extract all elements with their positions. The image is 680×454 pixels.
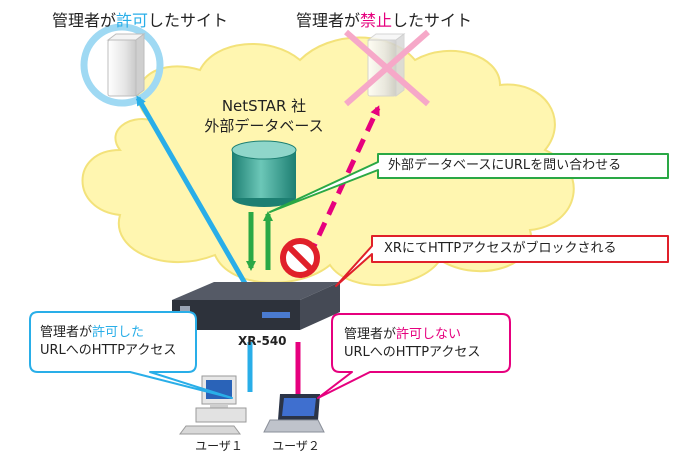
allowed-title-prefix: 管理者が <box>51 11 116 30</box>
user1-callout-line2: URLへのHTTPアクセス <box>40 343 177 358</box>
blocked-title-prefix: 管理者が <box>295 11 360 30</box>
user1-callout-highlight: 許可した <box>92 325 145 340</box>
blocked-server-icon <box>344 29 430 107</box>
query-callout-text: 外部データベースにURLを問い合わせる <box>388 158 622 173</box>
block-callout-box <box>335 235 669 287</box>
blocked-title-suffix: したサイト <box>392 11 473 30</box>
user2-label: ユーザ２ <box>272 439 320 453</box>
prohibition-icon <box>280 238 320 278</box>
internet-cloud <box>81 36 575 286</box>
blocked-title-highlight: 禁止 <box>359 11 393 30</box>
cloud-label-line2: 外部データベース <box>204 117 324 135</box>
allowed-title-highlight: 許可 <box>115 11 149 30</box>
user2-callout-box <box>317 313 511 399</box>
cloud-label: NetSTAR 社 外部データベース <box>204 96 323 136</box>
user1-callout-text: 管理者が許可した URLへのHTTPアクセス <box>40 324 176 360</box>
allowed-title-suffix: したサイト <box>148 11 229 30</box>
database-icon <box>231 140 297 207</box>
user2-laptop-icon <box>263 394 325 433</box>
user1-callout-box <box>29 311 233 399</box>
user2-callout-line2: URLへのHTTPアクセス <box>344 345 481 360</box>
allowed-server-icon <box>80 23 164 107</box>
blocked-site-title: 管理者が禁止したサイト <box>296 7 472 31</box>
router-label: XR-540 <box>238 334 287 348</box>
query-callout-box <box>269 153 669 213</box>
block-callout-text: XRにてHTTPアクセスがブロックされる <box>384 241 617 256</box>
user2-callout-highlight: 許可しない <box>396 327 462 342</box>
allowed-site-title: 管理者が許可したサイト <box>52 7 228 31</box>
user1-label: ユーザ１ <box>195 439 243 453</box>
user2-callout-text: 管理者が許可しない URLへのHTTPアクセス <box>344 326 480 362</box>
user1-pc-icon <box>179 375 247 435</box>
user2-callout-prefix: 管理者が <box>344 327 397 342</box>
allowed-access-arrow <box>135 95 253 294</box>
cloud-label-line1: NetSTAR 社 <box>221 97 307 115</box>
router-icon <box>172 282 340 330</box>
user1-callout-prefix: 管理者が <box>40 325 93 340</box>
